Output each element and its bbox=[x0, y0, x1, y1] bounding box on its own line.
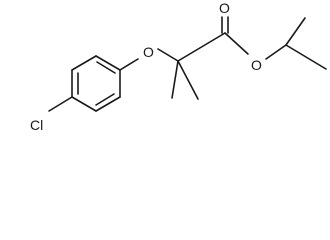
ring-double-bond bbox=[96, 61, 116, 74]
ring-double-bond bbox=[95, 93, 115, 106]
bond-carbon-carbonyl bbox=[177, 32, 226, 62]
bond-ring-ether-oxygen bbox=[119, 58, 139, 71]
bond-isopropyl-up bbox=[285, 17, 306, 46]
ether-oxygen-label: O bbox=[143, 44, 154, 60]
bond-carbonyl-ester-oxygen bbox=[224, 32, 249, 55]
bond-methyl-left bbox=[171, 60, 179, 99]
ring-bond bbox=[95, 96, 121, 112]
chlorine-label: Cl bbox=[30, 117, 43, 133]
molecule-structure: Cl O O O bbox=[30, 0, 327, 133]
benzene-ring bbox=[71, 55, 121, 112]
bond-methyl-right bbox=[177, 60, 199, 100]
carbonyl-oxygen-label: O bbox=[219, 0, 230, 16]
bond-isopropyl-right bbox=[285, 44, 327, 70]
bond-ether-oxygen-carbon bbox=[157, 48, 179, 62]
bond-ring-chlorine bbox=[48, 96, 73, 112]
bond-ester-oxygen-isopropyl bbox=[265, 44, 287, 60]
ester-oxygen-label: O bbox=[251, 57, 262, 73]
ring-bond bbox=[95, 55, 121, 71]
ring-bond bbox=[71, 96, 97, 112]
structure-canvas: Cl O O O bbox=[30, 0, 327, 133]
ring-bond bbox=[71, 55, 97, 71]
